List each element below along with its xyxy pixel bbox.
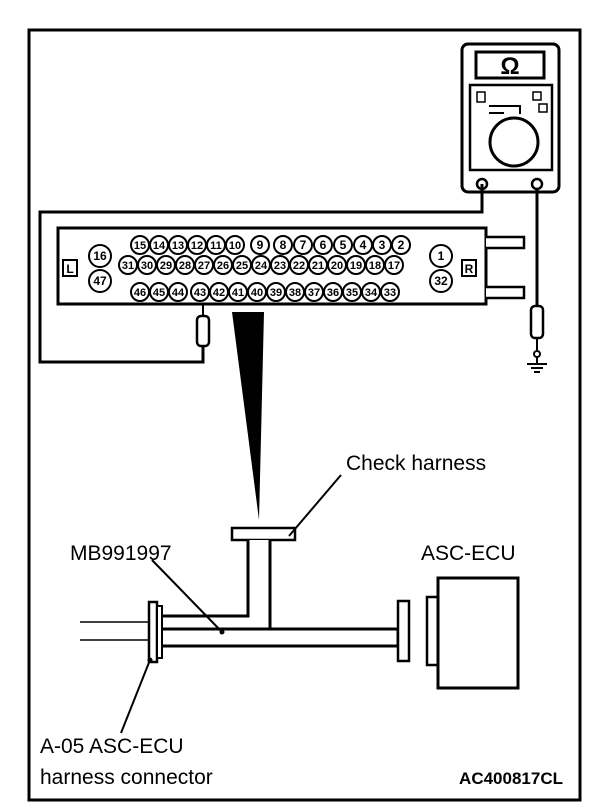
- pin-label: 23: [274, 260, 286, 272]
- pin-label: 42: [213, 287, 225, 299]
- pin-row-1: 15 14 13 12 11 10 9 8 7 6 5 4 3 2: [130, 235, 411, 255]
- range-mark-1: [476, 91, 486, 103]
- ohmmeter: Ω: [460, 42, 561, 194]
- connector-side-left-box: [62, 259, 78, 277]
- figure-frame: [27, 28, 582, 802]
- pin-label: 1: [438, 249, 445, 263]
- harness-branch: [156, 540, 400, 648]
- check-harness-label: Check harness: [346, 452, 486, 475]
- tool-leader-dot: [219, 629, 225, 635]
- pin-label: 14: [153, 240, 166, 252]
- connector-leader-dot: [147, 657, 153, 663]
- connector-pins: 15 14 13 12 11 10 9 8 7 6 5 4 3 2 31 30 …: [88, 235, 453, 302]
- pin-label: 43: [194, 287, 206, 299]
- connector-label-line2: harness connector: [40, 766, 213, 789]
- pin-label: 16: [93, 249, 107, 263]
- range-mark-2: [532, 91, 542, 101]
- pin-label: 20: [331, 260, 343, 272]
- pin-row-2: 31 30 29 28 27 26 25 24 23 22 21 20 19 1…: [118, 255, 404, 275]
- probe-jack-right: [530, 177, 544, 191]
- pin-label: 8: [280, 238, 287, 252]
- connector-side-right-box: [461, 259, 477, 277]
- range-line-3: [510, 105, 521, 114]
- check-harness-plug: [230, 526, 297, 542]
- magnification-wedge: [232, 312, 264, 520]
- pin-label: 29: [160, 260, 172, 272]
- ohmmeter-display: [474, 50, 546, 80]
- selector-dial: [488, 116, 540, 168]
- pin-label: 25: [236, 260, 248, 272]
- pin-label: 41: [232, 287, 244, 299]
- connector-latch-bottom: [486, 285, 526, 300]
- pin-label: 24: [255, 260, 268, 272]
- connector-side-left: L: [66, 262, 73, 276]
- range-mark-3: [538, 103, 548, 113]
- pin-label: 3: [379, 238, 386, 252]
- connector-leader: [120, 659, 151, 734]
- check-harness-leader: [288, 474, 342, 537]
- figure-code: AC400817CL: [459, 769, 563, 788]
- pin-label: 46: [134, 287, 146, 299]
- right-connector-flange: [396, 599, 411, 663]
- connector-label-line1: A-05 ASC-ECU: [40, 735, 184, 758]
- connector-latch-top: [486, 235, 526, 250]
- ground-clip: [533, 350, 541, 358]
- pin-right-column: 1 32: [429, 244, 453, 293]
- pin-row-3: 46 45 44 43 42 41 40 39 38 37 36 35 34 3…: [130, 282, 400, 302]
- pin-label: 11: [210, 240, 222, 252]
- pin-label: 4: [360, 238, 367, 252]
- tool-label: MB991997: [70, 542, 172, 565]
- pin-label: 18: [369, 260, 381, 272]
- pin-label: 37: [308, 287, 320, 299]
- ohm-symbol: Ω: [500, 53, 519, 80]
- pin-label: 15: [134, 240, 146, 252]
- pin-label: 2: [398, 238, 405, 252]
- tool-leader: [151, 559, 223, 633]
- pin-label: 26: [217, 260, 229, 272]
- ground-symbol-icon: [527, 357, 547, 373]
- pin-label: 12: [191, 240, 203, 252]
- pin-label: 31: [122, 260, 134, 272]
- pin-label: 34: [365, 287, 378, 299]
- pin-label: 32: [434, 274, 448, 288]
- probe-tip-right: [529, 304, 545, 340]
- pin-label: 6: [320, 238, 327, 252]
- ecu-body: [436, 576, 520, 690]
- pin-label: 39: [270, 287, 282, 299]
- pin-label: 47: [93, 274, 107, 288]
- pin-label: 19: [350, 260, 362, 272]
- pin-label: 17: [388, 260, 400, 272]
- pin-label: 27: [198, 260, 210, 272]
- probe-tip-left: [195, 314, 211, 348]
- pin-left-column: 16 47: [88, 244, 112, 293]
- left-connector-flange: [147, 600, 159, 664]
- pin-label: 13: [172, 240, 184, 252]
- pin-label: 38: [289, 287, 301, 299]
- pin-label: 5: [340, 238, 347, 252]
- pin-label: 35: [346, 287, 358, 299]
- pin-label: 7: [300, 238, 307, 252]
- pin-label: 40: [251, 287, 263, 299]
- test-lead-left: [38, 184, 484, 364]
- pin-label: 21: [312, 260, 324, 272]
- pin-label: 30: [141, 260, 153, 272]
- pin-label: 45: [153, 287, 165, 299]
- connector-side-right: R: [465, 262, 474, 276]
- left-connector-flange-inner: [156, 605, 163, 659]
- pin-label: 44: [172, 287, 185, 299]
- pin-label: 33: [384, 287, 396, 299]
- pin-label: 10: [229, 240, 241, 252]
- pin-label: 9: [257, 238, 264, 252]
- pin-label: 36: [327, 287, 339, 299]
- pin-label: 28: [179, 260, 191, 272]
- ecu-label: ASC-ECU: [421, 542, 516, 565]
- pin-label: 22: [293, 260, 305, 272]
